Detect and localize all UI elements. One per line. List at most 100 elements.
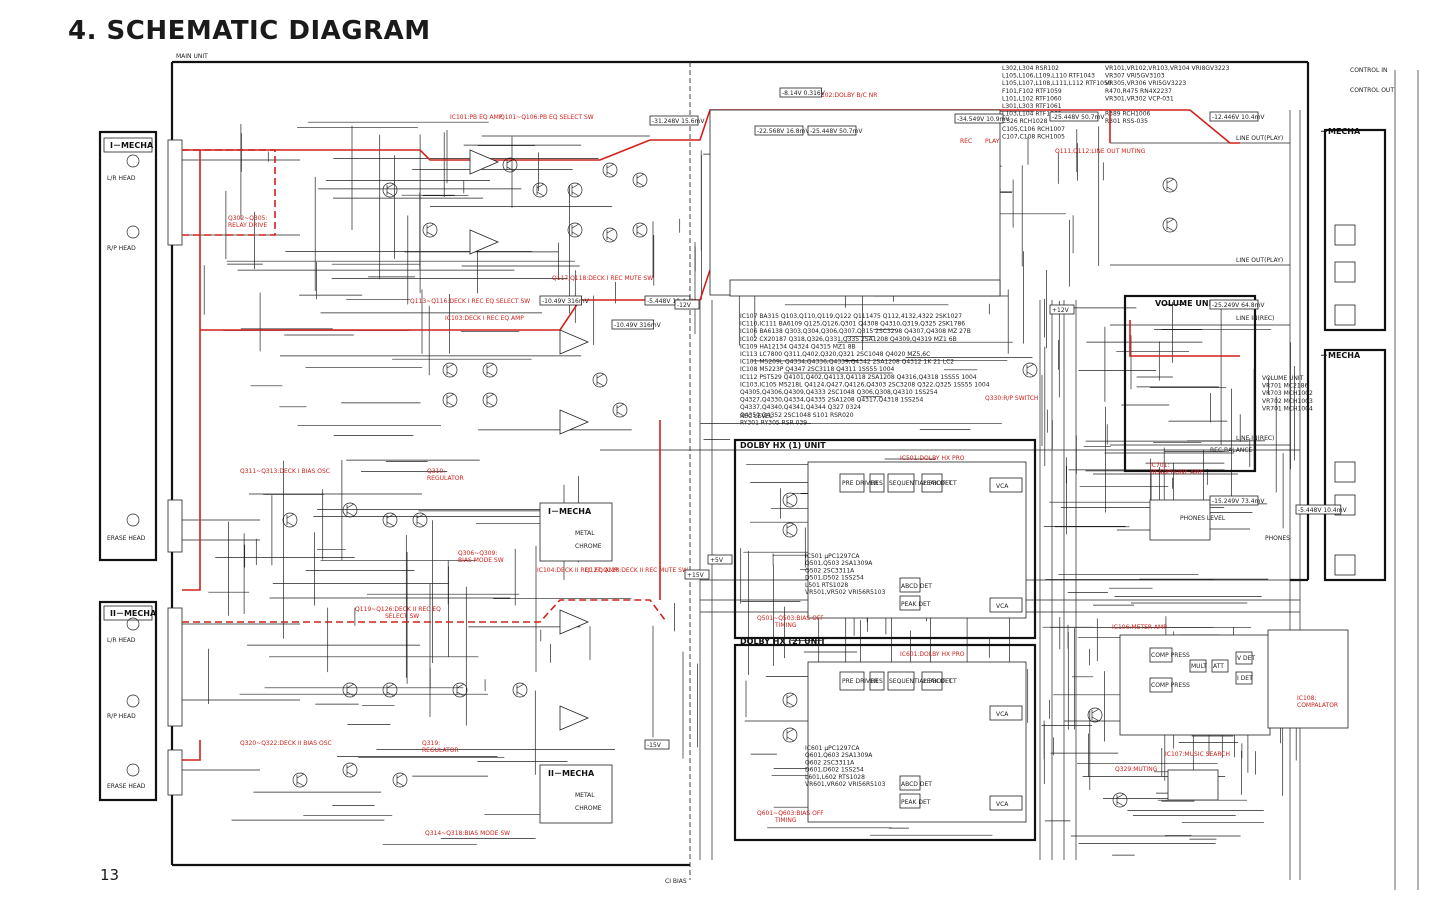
list-item: L103,L104 RTF1062: [1002, 111, 1062, 118]
voltage-tag-box: [649, 115, 699, 126]
svg-text:Q320~Q322:DECK II BIAS OSC: Q320~Q322:DECK II BIAS OSC: [240, 740, 332, 747]
list-item: Q502 2SC3311A: [805, 567, 855, 574]
volume-unit-box: [1123, 294, 1257, 473]
mecha-one-box: [98, 130, 158, 562]
voltage-tag: -5.448V 10.4mV: [647, 298, 697, 305]
dolby2-blocks: [839, 671, 1023, 811]
list-item: C326 RCH1028: [1002, 118, 1048, 125]
voltage-tag-box: [1295, 504, 1342, 515]
list-item: IC102 CX20187 Q318,Q326,Q331,Q335 2SA120…: [740, 336, 957, 343]
list-item: R470,R475 RN4X2237: [1105, 88, 1172, 95]
voltage-tag-box: [684, 569, 710, 580]
list-item: L302,L304 RSR102: [1002, 65, 1059, 72]
svg-text:PEAK DET: PEAK DET: [923, 480, 953, 487]
svg-text:Q330:R/P SWITCH: Q330:R/P SWITCH: [985, 395, 1038, 402]
list-item: VR305,VR306 VRI5GV3223: [1105, 80, 1186, 87]
voltage-tag-box: [1209, 299, 1259, 310]
svg-text:IC104:DECK II REC EQ AMP: IC104:DECK II REC EQ AMP: [537, 567, 618, 574]
list-item: IC107 BA315 Q103,Q110,Q119,Q122 Q111475 …: [740, 313, 962, 320]
svg-text:TIMING: TIMING: [774, 622, 797, 629]
head-rp1: R/P HEAD: [107, 245, 136, 252]
svg-text:Q127,Q128:DECK II REC MUTE SW: Q127,Q128:DECK II REC MUTE SW: [585, 567, 688, 574]
transistor: [782, 692, 798, 708]
transistor: [342, 762, 358, 778]
voltage-tag: -15.249V 73.4mV: [1212, 498, 1265, 505]
svg-text:REC: REC: [960, 138, 972, 145]
voltage-tag: +15V: [687, 572, 705, 579]
svg-text:LINE IN(REC): LINE IN(REC): [1236, 435, 1274, 442]
list-item: VR301,VR302 VCP-031: [1105, 95, 1174, 102]
svg-text:ATT: ATT: [1213, 663, 1224, 670]
list-item: L105,L107,L108,L111,L112 RTF1050: [1002, 80, 1112, 87]
svg-text:SELECT SW: SELECT SW: [385, 613, 419, 620]
transistor: [602, 162, 618, 178]
svg-text:Q314~Q318:BIAS MODE SW: Q314~Q318:BIAS MODE SW: [425, 830, 510, 837]
svg-text:REC LEVEL: REC LEVEL: [740, 413, 773, 420]
transistor: [612, 402, 628, 418]
dolby1-box: [733, 438, 1037, 640]
svg-text:CI BIAS: CI BIAS: [665, 878, 687, 885]
list-item: VR701 MCH1004: [1262, 405, 1313, 412]
svg-text:VCA: VCA: [996, 711, 1009, 718]
list-item: D601,D602 1SS254: [805, 767, 864, 774]
svg-text:CONTROL IN: CONTROL IN: [1350, 67, 1387, 74]
list-item: IC501 μPC1297CA: [805, 553, 860, 560]
list-item: Q601,Q603 2SA1309A: [805, 752, 873, 759]
voltage-tag: -25.448V 50.7mV: [1052, 114, 1105, 121]
svg-text:LINE OUT(PLAY): LINE OUT(PLAY): [1236, 257, 1283, 264]
transistor: [1112, 792, 1128, 808]
list-item: L101,L102 RTF1060: [1002, 95, 1062, 102]
voltage-tag: -31.248V 15.6mV: [652, 118, 705, 125]
frame-lines: [170, 60, 1419, 890]
list-item: Q4350,Q4352 2SC1048 S101 RSR020: [740, 412, 854, 419]
head-lr2: L/R HEAD: [107, 637, 136, 644]
voltage-tag-box: [674, 299, 700, 310]
transistor: [292, 772, 308, 788]
voltage-tags: -31.248V 15.6mV-22.568V 16.8mV-25.448V 5…: [539, 87, 1348, 750]
list-item: VR307 VRI5GV3103: [1105, 73, 1165, 80]
svg-text:Q119~Q126:DECK II REC EQ: Q119~Q126:DECK II REC EQ: [355, 606, 441, 613]
svg-text:PEAK DET: PEAK DET: [923, 678, 953, 685]
list-item: IC601 μPC1297CA: [805, 745, 860, 752]
transistor: [567, 182, 583, 198]
svg-text:VCA: VCA: [996, 483, 1009, 490]
svg-text:IC107:MUSIC SEARCH: IC107:MUSIC SEARCH: [1165, 751, 1230, 758]
svg-text:IC103:DECK I REC EQ AMP: IC103:DECK I REC EQ AMP: [445, 315, 524, 322]
voltage-tag-box: [807, 125, 857, 136]
svg-text:IC701:: IC701:: [1150, 462, 1169, 469]
voltage-tag: -10.49V 316mV: [614, 322, 662, 329]
list-item: VR702 MCH1003: [1262, 398, 1313, 405]
voltage-tag-box: [954, 113, 1004, 124]
svg-text:RES: RES: [871, 480, 883, 487]
transistor: [382, 682, 398, 698]
list-item: VR501,VR502 VRI56R5103: [805, 589, 886, 596]
voltage-tag: +5V: [710, 557, 724, 564]
transistor: [1022, 362, 1038, 378]
voltage-tag: +12V: [1052, 307, 1070, 314]
transistor: [342, 502, 358, 518]
svg-text:Q113~Q116:DECK I REC EQ SELECT: Q113~Q116:DECK I REC EQ SELECT SW: [410, 298, 530, 305]
svg-text:IC102:DOLBY B/C NR: IC102:DOLBY B/C NR: [815, 92, 877, 99]
transistor: [1162, 217, 1178, 233]
list-item: Q4327,Q4330,Q4334,Q4335 2SA1208 Q4317,Q4…: [740, 397, 923, 404]
list-item: IC112 PST529 Q4101,Q402,Q4113,Q4118 2SA1…: [740, 374, 977, 381]
list-item: IC106 BA6138 Q303,Q304,Q306,Q307,Q315 2S…: [740, 328, 971, 335]
transistor: [342, 682, 358, 698]
svg-text:RES: RES: [871, 678, 883, 685]
list-item: C107,C108 RCH1005: [1002, 133, 1065, 140]
transistor: [502, 157, 518, 173]
voltage-tag: -12.446V 10.4mV: [1212, 114, 1265, 121]
transistor: [392, 772, 408, 788]
mecha-one-label: I－MECHA: [110, 141, 154, 150]
svg-text:Q111,Q112:LINE OUT MUTING: Q111,Q112:LINE OUT MUTING: [1055, 148, 1146, 155]
voltage-tag-box: [754, 125, 804, 136]
transistor: [782, 522, 798, 538]
svg-text:CHROME: CHROME: [575, 543, 602, 550]
list-item: R301 RSS-035: [1105, 118, 1148, 125]
transistor: [632, 222, 648, 238]
voltage-tag-box: [611, 319, 654, 330]
ic-blocks: [469, 109, 1211, 731]
list-item: IC103,IC105 M5218L Q4124,Q427,Q4126,Q430…: [740, 381, 990, 388]
